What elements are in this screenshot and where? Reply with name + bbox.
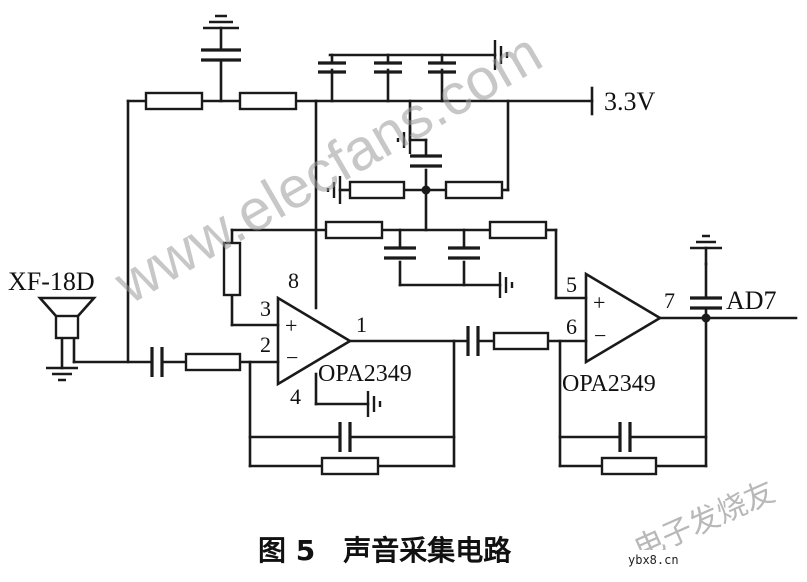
ground-op1-pin4 bbox=[366, 391, 382, 417]
wires bbox=[60, 53, 798, 468]
pin-u1-1: 1 bbox=[356, 312, 367, 337]
ground-mid-cap bbox=[396, 126, 412, 154]
resistor-r5 bbox=[324, 220, 384, 240]
resistor-r3 bbox=[348, 180, 406, 200]
opamp-u1 bbox=[276, 295, 353, 387]
u1-plus-sign: + bbox=[285, 313, 297, 338]
opamp-u2 bbox=[584, 271, 663, 365]
supply-label: 3.3V bbox=[604, 87, 656, 116]
pin-u1-4: 4 bbox=[290, 384, 301, 409]
resistor-r11 bbox=[600, 456, 658, 476]
u1-minus-sign: − bbox=[286, 345, 298, 370]
resistor-r9 bbox=[492, 331, 550, 351]
labels: 3.3V XF-18D OPA2349 OPA2349 AD7 + − + − … bbox=[8, 87, 777, 409]
ground-bias-caps bbox=[498, 272, 514, 298]
opamp2-label: OPA2349 bbox=[562, 371, 656, 397]
ground-top-left bbox=[203, 14, 239, 30]
pin-u2-7: 7 bbox=[664, 288, 675, 313]
mic-label: XF-18D bbox=[8, 267, 95, 296]
microphone-icon bbox=[37, 296, 97, 340]
ground-output-cap bbox=[690, 234, 722, 266]
capacitors bbox=[150, 26, 722, 452]
resistor-r10 bbox=[320, 456, 380, 476]
ground-divider-left bbox=[326, 176, 342, 204]
u2-plus-sign: + bbox=[593, 290, 605, 315]
ground-mic bbox=[46, 366, 78, 382]
figure-caption: 图 5 声音采集电路 bbox=[258, 534, 512, 567]
output-label: AD7 bbox=[726, 286, 777, 315]
pin-u2-5: 5 bbox=[566, 272, 577, 297]
ground-top-right bbox=[493, 40, 509, 70]
resistor-r4 bbox=[444, 180, 504, 200]
u2-minus-sign: − bbox=[594, 323, 606, 348]
pin-u1-3: 3 bbox=[260, 296, 271, 321]
resistor-r7 bbox=[222, 241, 242, 297]
opamp1-label: OPA2349 bbox=[318, 361, 412, 387]
junctions bbox=[421, 185, 711, 323]
resistor-r1 bbox=[144, 91, 204, 111]
pin-u1-2: 2 bbox=[260, 332, 271, 357]
site-tag: ybx8.cn bbox=[628, 553, 679, 567]
resistor-r8 bbox=[184, 352, 242, 372]
pin-u1-8: 8 bbox=[288, 268, 299, 293]
resistor-r2 bbox=[238, 91, 298, 111]
grounds bbox=[46, 14, 722, 417]
resistors bbox=[144, 91, 658, 476]
pin-u2-6: 6 bbox=[566, 314, 577, 339]
site-tag-bg bbox=[622, 550, 692, 568]
resistor-r6 bbox=[488, 220, 548, 240]
